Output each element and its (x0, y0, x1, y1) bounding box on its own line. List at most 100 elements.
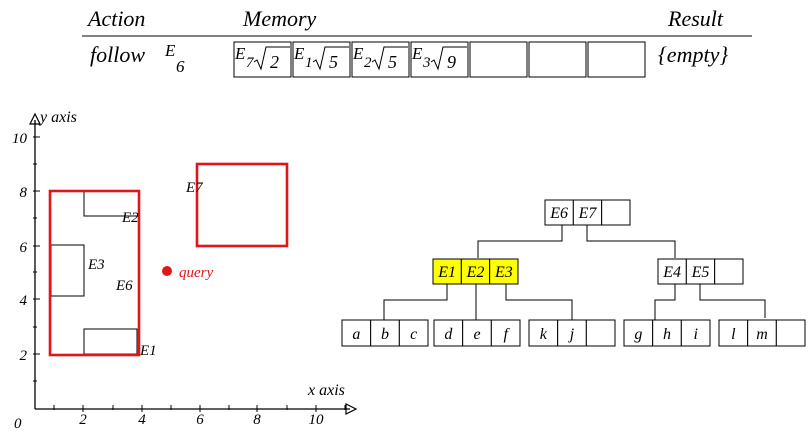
node-cell (528, 319, 559, 347)
node-entry: E1 (437, 264, 456, 281)
header-action: Action (86, 6, 145, 31)
node-cell (601, 199, 631, 226)
node-entry: h (663, 326, 671, 343)
memory-cell-box (528, 41, 587, 78)
memory-entry-letter: E (234, 44, 246, 63)
x-axis-label: x axis (307, 382, 345, 399)
node-cell (718, 319, 749, 347)
node-entry: a (352, 326, 360, 343)
action-sub-index: 6 (176, 57, 185, 76)
rect-e7 (195, 162, 289, 248)
node-entry: E4 (662, 264, 681, 281)
tree-root-node: E6 E7 (544, 199, 631, 226)
x-tick-label: 2 (79, 412, 87, 428)
connector-e1 (383, 284, 448, 320)
y-tick-label: 10 (12, 131, 28, 147)
node-cell (398, 319, 429, 347)
memory-cell-box (233, 41, 292, 78)
query-point (162, 266, 172, 276)
y-tick-label: 6 (20, 240, 28, 256)
node-entry: l (731, 326, 736, 343)
x-axis-arrow (345, 403, 358, 415)
query-label: query (179, 265, 213, 281)
action-sub-e: E (164, 41, 176, 60)
tree-connectors (383, 225, 766, 320)
node-cell (544, 199, 574, 226)
node-cell (490, 319, 521, 347)
node-entry: e (473, 326, 480, 343)
memory-entry-root: 2 (270, 52, 279, 72)
node-entry: E3 (494, 264, 513, 281)
sqrt-sign-icon (371, 46, 408, 71)
label-e1: E1 (139, 343, 157, 359)
node-cell (680, 319, 711, 347)
node-cell (623, 319, 654, 347)
sqrt-sign-icon (430, 46, 467, 71)
tree-node-highlighted: E1 E2 E3 (432, 258, 519, 285)
node-entry: E6 (549, 205, 568, 222)
memory-cell (469, 41, 528, 78)
memory-cell-box (351, 41, 410, 78)
memory-entry-letter: E (352, 44, 364, 63)
memory-cell (587, 41, 646, 78)
node-entry: j (568, 326, 575, 343)
origin-label: 0 (14, 416, 22, 432)
memory-entry-index: 1 (305, 55, 313, 71)
node-entry: m (756, 326, 768, 343)
memory-entry-index: 3 (422, 55, 431, 71)
sqrt-sign-icon (312, 46, 349, 71)
node-cell (775, 319, 806, 347)
x-tick-label: 10 (309, 412, 325, 428)
memory-entry-index: 2 (364, 55, 372, 71)
tree-node: E4 E5 (657, 258, 744, 285)
label-e3: E3 (87, 257, 105, 273)
node-entry: b (381, 326, 389, 343)
result-value: {empty} (658, 42, 728, 67)
node-entry: g (634, 326, 642, 343)
connector-e6 (477, 225, 563, 258)
y-axis-arrow (29, 112, 41, 125)
rect-e1 (83, 328, 138, 355)
header-memory: Memory (242, 6, 317, 31)
node-cell (489, 258, 519, 285)
rect-e6 (48, 189, 141, 357)
memory-entry-root: 5 (329, 52, 338, 72)
memory-entry-root: 5 (388, 52, 397, 72)
node-cell (460, 258, 491, 285)
node-cell (747, 319, 777, 347)
label-e7: E7 (185, 180, 204, 196)
node-entry: E7 (578, 205, 598, 222)
label-e2: E2 (121, 210, 139, 226)
x-tick-label: 4 (138, 412, 146, 428)
y-axis-label: y axis (38, 109, 77, 126)
memory-cell-box (469, 41, 528, 78)
label-e6: E6 (115, 278, 133, 294)
memory-cell-box (587, 41, 646, 78)
memory-cell (528, 41, 587, 78)
sqrt-sign-icon (253, 46, 290, 71)
node-cell (585, 319, 616, 347)
connector-e5 (699, 284, 766, 318)
node-entry: E5 (691, 264, 710, 281)
node-cell (572, 199, 603, 226)
memory-entry-root: 9 (447, 52, 456, 72)
memory-entry-letter: E (411, 44, 423, 63)
node-entry: E2 (466, 264, 485, 281)
header-result: Result (667, 6, 724, 31)
y-tick-label: 4 (20, 293, 28, 309)
memory-cell-box (410, 41, 469, 78)
node-entry: d (444, 326, 453, 343)
node-cell (714, 258, 744, 285)
x-tick-label: 8 (253, 412, 261, 428)
